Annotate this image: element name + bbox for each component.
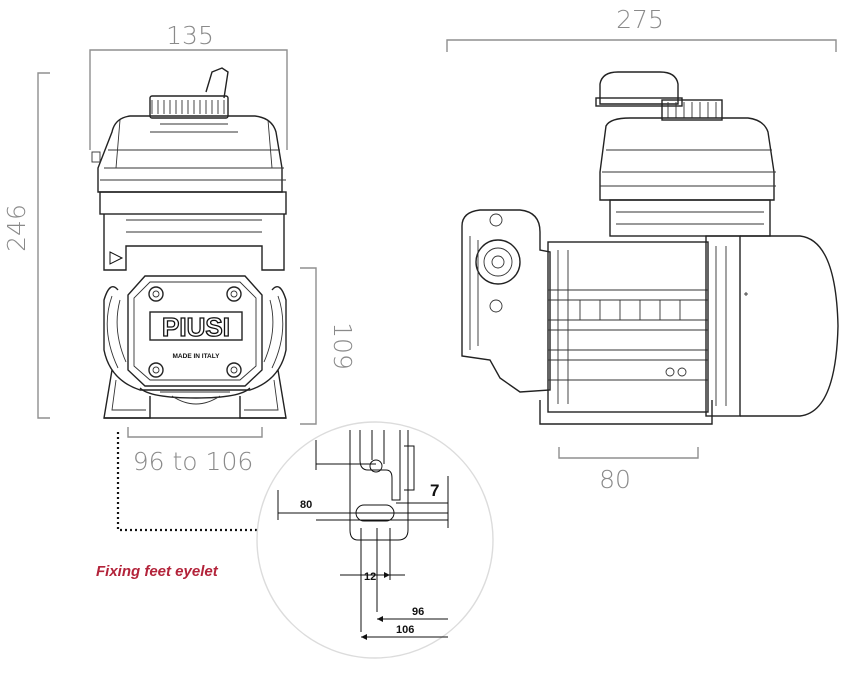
eyelet-caption: Fixing feet eyelet bbox=[96, 563, 219, 580]
front-height-label: 246 bbox=[2, 204, 31, 252]
front-feet-dimension: 96 to 106 bbox=[127, 427, 263, 476]
side-length-label: 275 bbox=[616, 5, 664, 34]
front-side-label: 109 bbox=[328, 322, 357, 370]
side-feet-dimension: 80 bbox=[558, 447, 699, 494]
front-height-dimension: 246 bbox=[2, 72, 50, 419]
side-feet-label: 80 bbox=[599, 465, 631, 494]
side-view-pump bbox=[461, 71, 839, 425]
eyelet-label-80: 80 bbox=[300, 499, 312, 511]
eyelet-label-96: 96 bbox=[412, 606, 424, 618]
eyelet-detail: 80 7 12 96 106 bbox=[256, 421, 494, 659]
brand-logo: PIUSI bbox=[162, 312, 230, 342]
front-feet-label: 96 to 106 bbox=[133, 447, 254, 476]
front-width-label: 135 bbox=[166, 21, 214, 50]
eyelet-label-106: 106 bbox=[396, 624, 414, 636]
eyelet-label-7: 7 bbox=[430, 481, 439, 500]
eyelet-label-12: 12 bbox=[364, 571, 376, 583]
front-side-dimension: 109 bbox=[300, 267, 357, 425]
front-width-dimension: 135 bbox=[89, 21, 288, 150]
front-view-pump: PIUSI MADE IN ITALY bbox=[91, 67, 287, 419]
side-length-dimension: 275 bbox=[446, 5, 837, 52]
made-in-label: MADE IN ITALY bbox=[173, 353, 221, 360]
